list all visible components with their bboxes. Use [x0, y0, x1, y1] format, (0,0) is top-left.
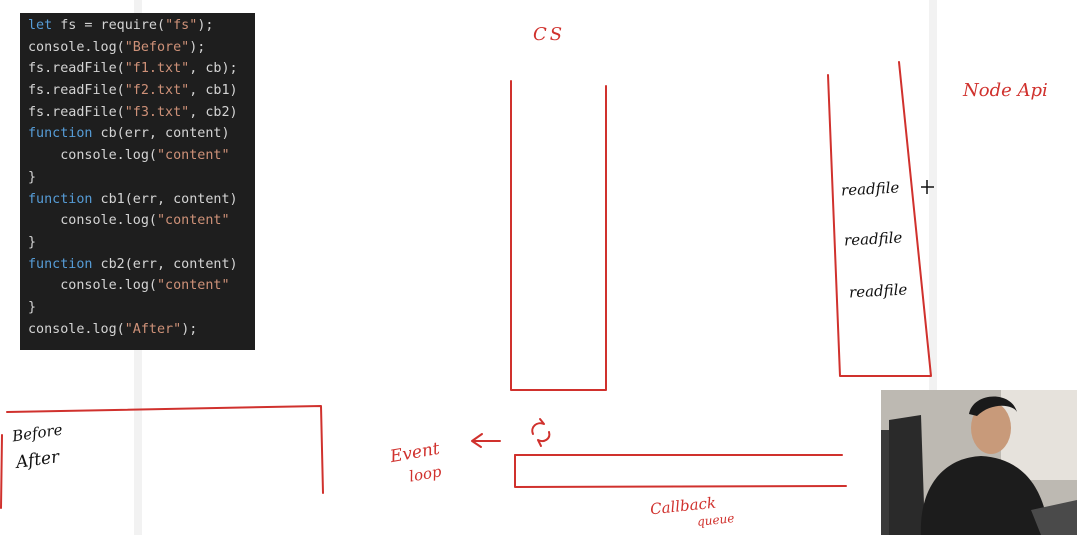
code-token: fs = require( [52, 18, 166, 33]
console-box [0, 405, 324, 509]
code-token: , cb2) [189, 104, 238, 120]
code-line: console.log("content" [28, 210, 238, 232]
code-token: } [28, 234, 37, 250]
code-token: console.log( [28, 148, 157, 164]
code-lines: let fs = require("fs");console.log("Befo… [28, 15, 238, 340]
loop-cycle-icon [531, 418, 551, 447]
node-api-label: Node Api [963, 80, 1048, 101]
code-token: function [28, 191, 93, 207]
api-item-2: readfile [843, 228, 903, 250]
code-token: "Before" [124, 39, 190, 55]
code-token: ); [189, 39, 206, 55]
code-line: console.log("After"); [28, 319, 238, 341]
code-token: ); [197, 18, 214, 33]
code-token: "f3.txt" [124, 104, 190, 120]
code-token: "f2.txt" [124, 83, 190, 99]
code-token: , cb); [189, 61, 238, 77]
call-stack-label: CS [533, 24, 566, 45]
code-line: fs.readFile("f3.txt", cb2) [28, 102, 238, 124]
code-token: cb2(err, content) [92, 256, 238, 272]
code-token: "f1.txt" [124, 61, 190, 77]
code-line: fs.readFile("f1.txt", cb); [28, 58, 238, 80]
code-token: console.log( [28, 321, 125, 337]
code-line: function cb2(err, content) [28, 254, 238, 276]
code-line: } [28, 167, 238, 189]
code-token: } [28, 169, 37, 185]
code-line: console.log("Before"); [28, 37, 238, 59]
code-token: ); [181, 321, 198, 337]
code-line: } [28, 297, 238, 319]
code-line: console.log("content" [28, 145, 238, 167]
code-snippet-panel: let fs = require("fs");console.log("Befo… [20, 13, 255, 350]
code-token: "After" [124, 321, 182, 337]
code-token: cb1(err, content) [92, 191, 238, 207]
code-token: "content" [157, 148, 230, 164]
code-token: "fs" [165, 18, 198, 33]
code-token: function [28, 256, 93, 272]
code-token: cb(err, content) [92, 126, 230, 142]
code-token: function [28, 126, 93, 142]
code-token: "content" [157, 278, 230, 294]
api-item-1: readfile [840, 178, 900, 200]
callback-queue-bottom-line [514, 454, 847, 488]
call-stack-box [510, 80, 607, 391]
code-token: console.log( [28, 278, 157, 294]
code-token: "content" [157, 213, 230, 229]
code-line: fs.readFile("f2.txt", cb1) [28, 80, 238, 102]
code-line: console.log("content" [28, 275, 238, 297]
arrow-to-event-loop [471, 433, 501, 448]
code-line: function cb1(err, content) [28, 189, 238, 211]
node-api-box [827, 61, 932, 377]
code-token: , cb1) [189, 83, 238, 99]
code-token: console.log( [28, 213, 157, 229]
webcam-scene [881, 390, 1077, 535]
page-guide-right [929, 0, 937, 535]
code-token: fs.readFile( [28, 104, 125, 120]
code-line: } [28, 232, 238, 254]
code-token: console.log( [28, 39, 125, 55]
code-line: let fs = require("fs"); [28, 15, 238, 37]
code-token: fs.readFile( [28, 61, 125, 77]
code-token: } [28, 299, 37, 315]
webcam-overlay [881, 390, 1077, 535]
code-line: function cb(err, content) [28, 123, 238, 145]
code-token: fs.readFile( [28, 83, 125, 99]
code-token: let [28, 18, 53, 33]
api-item-3: readfile [848, 280, 908, 302]
cursor-plus-icon [921, 180, 934, 194]
